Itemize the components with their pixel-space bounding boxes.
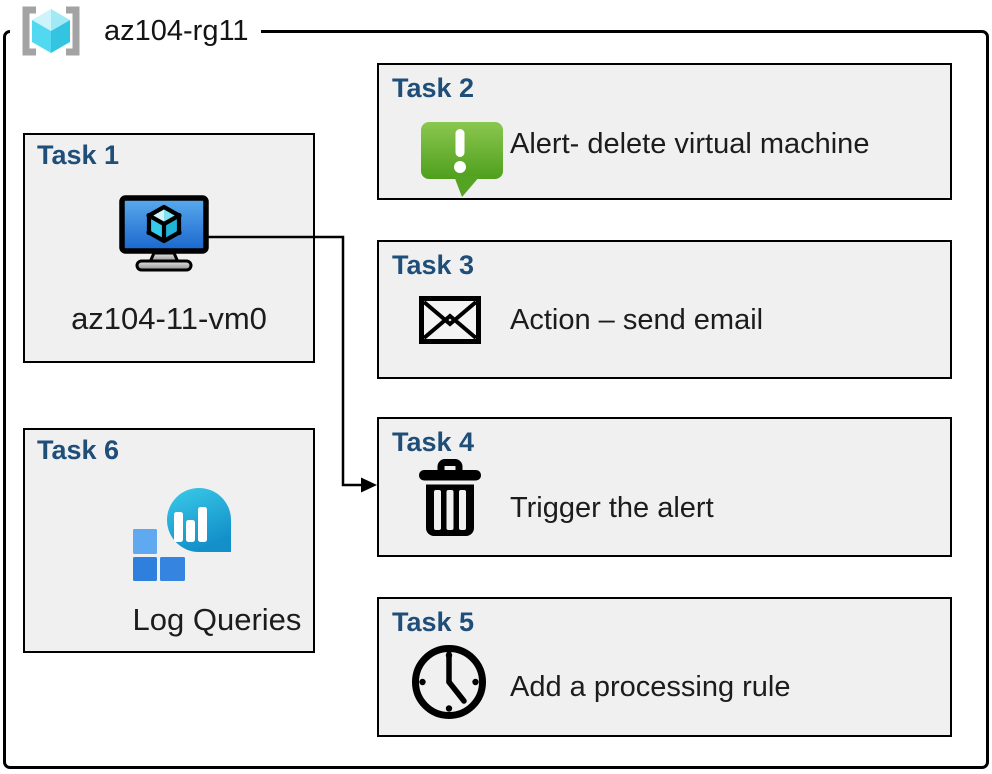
- task4-label: Trigger the alert: [510, 492, 714, 524]
- task3-label: Action – send email: [510, 304, 764, 336]
- task2-title: Task 2: [392, 73, 475, 103]
- resource-group-name: az104-rg11: [104, 14, 249, 47]
- log-analytics-icon: [133, 488, 231, 581]
- task1-title: Task 1: [37, 140, 120, 170]
- task1-box: Task 1 az104-11-vm0: [23, 133, 315, 363]
- alert-message-icon: [421, 122, 503, 197]
- task5-title: Task 5: [392, 607, 475, 637]
- task6-box: Task 6 Log Queries: [23, 428, 315, 653]
- task6-label: Log Queries: [132, 602, 302, 637]
- email-envelope-icon: [419, 296, 481, 344]
- resource-group-header: az104-rg11: [10, 2, 261, 60]
- task6-title: Task 6: [37, 435, 120, 465]
- task3-box: Task 3 Action – send email: [377, 240, 952, 379]
- task4-box: Task 4 Trigger the alert: [377, 417, 952, 557]
- task2-label: Alert- delete virtual machine: [510, 128, 870, 160]
- task5-label: Add a processing rule: [510, 671, 791, 703]
- task5-box: Task 5 Add a processing rule: [377, 597, 952, 737]
- task2-box: Task 2 Alert- delete virtual machine: [377, 63, 952, 200]
- task1-label: az104-11-vm0: [71, 301, 267, 336]
- task4-title: Task 4: [392, 427, 475, 457]
- clock-schedule-icon: [412, 645, 486, 719]
- resource-group-icon: [22, 6, 80, 56]
- trash-delete-icon: [419, 459, 481, 536]
- task3-title: Task 3: [392, 250, 475, 280]
- virtual-machine-icon: [119, 195, 209, 272]
